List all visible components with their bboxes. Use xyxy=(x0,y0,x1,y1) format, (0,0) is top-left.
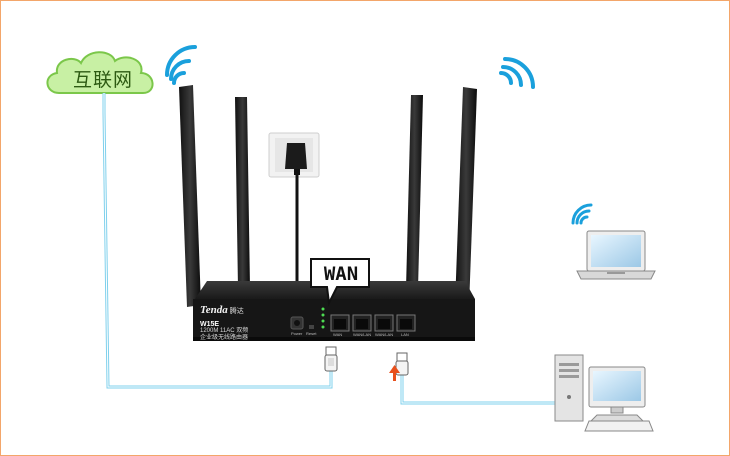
reset-label: Reset xyxy=(306,331,317,336)
port-label: WAN/LAN xyxy=(353,332,372,337)
power-port-label: Power xyxy=(291,331,303,336)
cloud-label: 互联网 xyxy=(72,69,133,91)
port-label: WAN/LAN xyxy=(375,332,394,337)
port-label: WAN xyxy=(333,332,343,337)
router-model: W15E 1200M 11AC 双频 企业级无线路由器 xyxy=(200,321,248,342)
lan-cable xyxy=(400,373,561,405)
router-spec: 1200M 11AC 双频 xyxy=(200,328,249,334)
wan-callout xyxy=(310,258,370,307)
router-desc: 企业级无线路由器 xyxy=(200,335,249,341)
antenna-icon xyxy=(179,85,477,307)
wifi-icon xyxy=(165,45,197,85)
cloud-icon xyxy=(46,51,154,94)
wifi-icon xyxy=(499,57,535,89)
router-brand-name: Tenda xyxy=(200,304,228,316)
ethernet-plug-icon xyxy=(324,346,338,372)
wifi-icon xyxy=(571,203,593,225)
router-model-name: W15E xyxy=(200,321,220,328)
desktop-pc-icon xyxy=(554,354,654,432)
port-label: LAN xyxy=(401,332,409,337)
router-brand-cn: 腾达 xyxy=(229,307,244,315)
up-arrow-icon xyxy=(389,365,400,381)
laptop-icon xyxy=(576,230,656,280)
wan-callout-label: WAN xyxy=(323,263,359,285)
